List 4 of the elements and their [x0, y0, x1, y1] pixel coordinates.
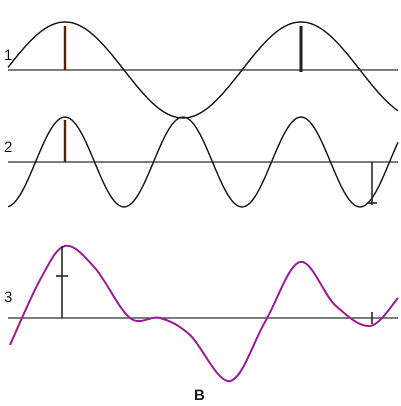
- row-number: 3: [4, 290, 12, 305]
- row-number: 1: [4, 48, 12, 63]
- panel-label: B: [194, 388, 205, 403]
- row-number: 2: [4, 140, 12, 155]
